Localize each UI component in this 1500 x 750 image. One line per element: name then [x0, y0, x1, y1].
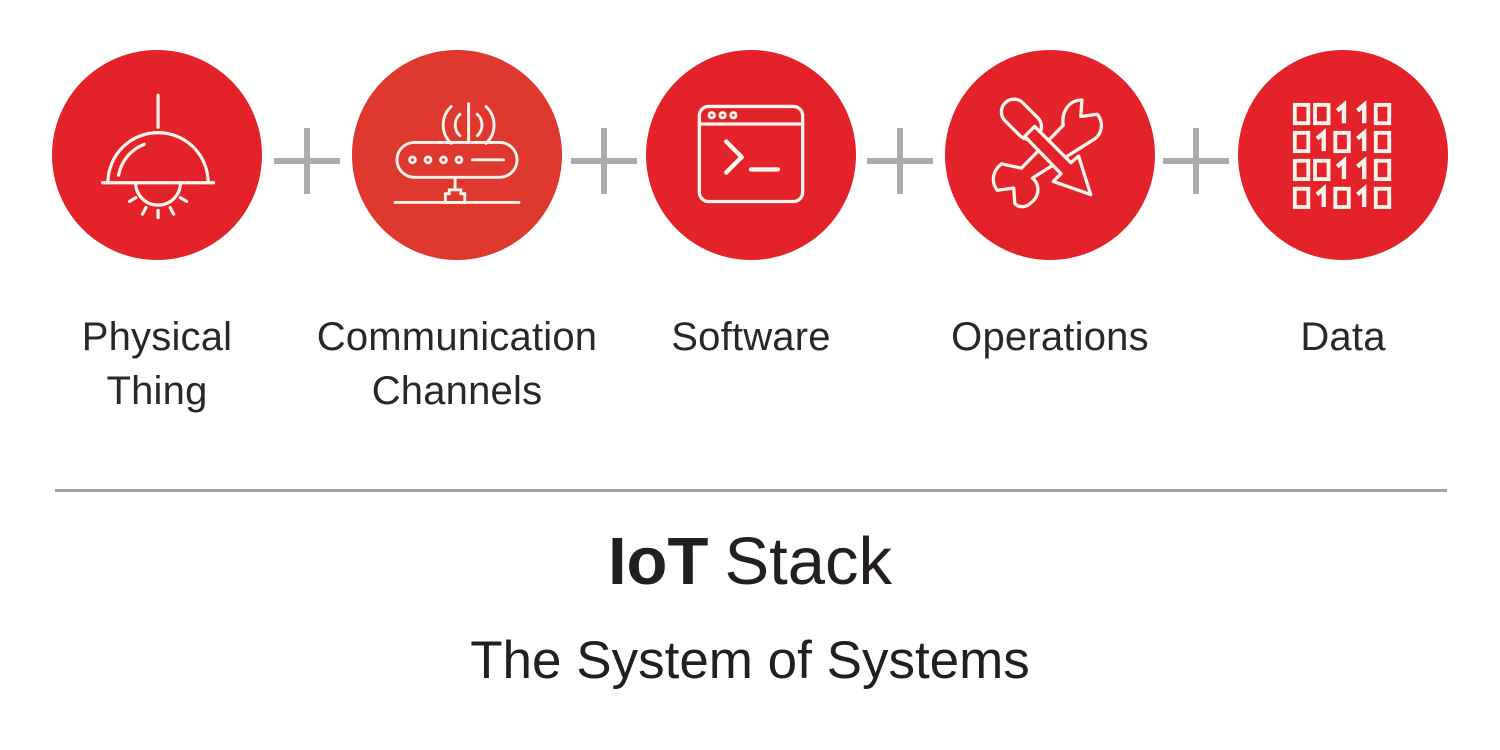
plus-icon: [272, 126, 342, 196]
terminal-window-icon: [697, 104, 805, 204]
label-communication-channels: Communication Channels: [316, 315, 598, 413]
circle-physical-thing: [52, 50, 262, 260]
plus-icon: [865, 126, 935, 196]
circle-data: [1238, 50, 1448, 260]
label-software: Software: [671, 315, 831, 359]
plus-icon: [569, 126, 639, 196]
horizontal-divider: [55, 489, 1447, 492]
title-bold-part: IoT: [607, 524, 709, 599]
diagram-subtitle: The System of Systems: [470, 631, 1030, 690]
label-data: Data: [1300, 315, 1386, 359]
pendant-lamp-icon: [101, 93, 216, 219]
binary-data-icon: [1292, 100, 1392, 209]
circle-software: [646, 50, 856, 260]
plus-icon: [1161, 126, 1231, 196]
crossed-tools-icon: [991, 97, 1104, 209]
circle-communication-channels: [352, 50, 562, 260]
circle-operations: [945, 50, 1155, 260]
label-physical-thing: Physical Thing: [81, 315, 233, 413]
title-regular-part: Stack: [724, 524, 893, 599]
label-operations: Operations: [951, 315, 1149, 359]
wireless-router-icon: [393, 102, 521, 204]
